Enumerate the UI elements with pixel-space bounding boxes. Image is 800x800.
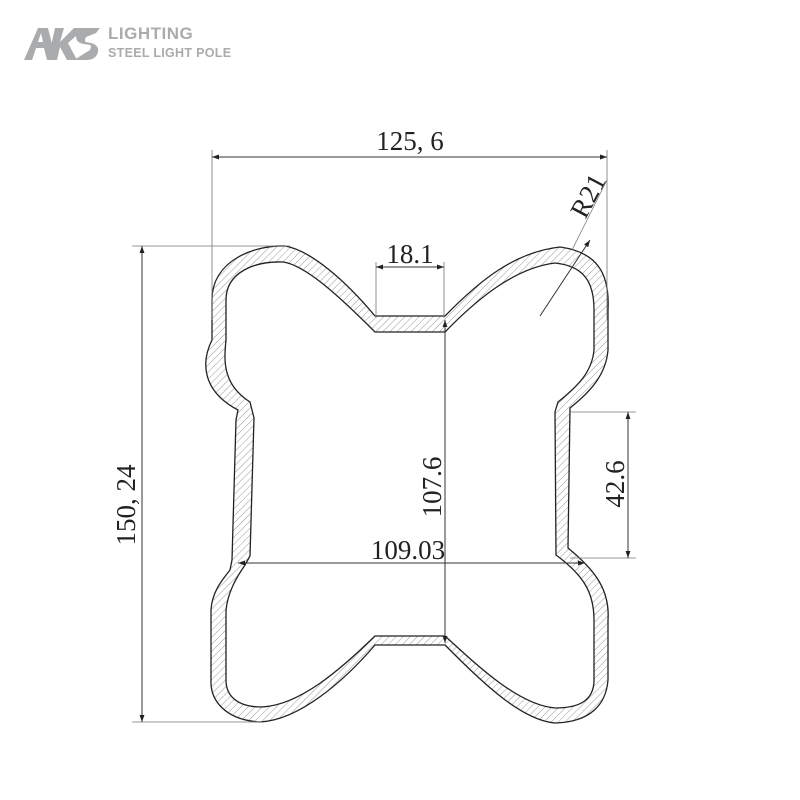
aks-logo-icon [24, 28, 100, 60]
extension-lines [132, 150, 636, 723]
waist-width-label: 109.03 [371, 535, 445, 565]
brand-header: LIGHTING STEEL LIGHT POLE [22, 24, 231, 62]
dimension-labels: 125, 6 150, 24 R21 18.1 107.6 109.03 42.… [111, 126, 630, 565]
profile-outer-outline [205, 245, 609, 724]
pole-profile [205, 245, 609, 724]
radius-leader-line [539, 239, 591, 317]
dimension-lines [139, 154, 631, 722]
notch-width-label: 18.1 [386, 239, 433, 269]
brand-text: LIGHTING STEEL LIGHT POLE [108, 25, 231, 61]
overall-height-label: 150, 24 [111, 464, 141, 546]
brand-subtitle: STEEL LIGHT POLE [108, 46, 232, 60]
brand-title: LIGHTING [108, 24, 194, 43]
corner-radius-label: R21 [564, 169, 612, 223]
notch-depth-label: 107.6 [417, 457, 447, 518]
overall-width-label: 125, 6 [376, 126, 444, 156]
side-height-label: 42.6 [600, 460, 630, 507]
